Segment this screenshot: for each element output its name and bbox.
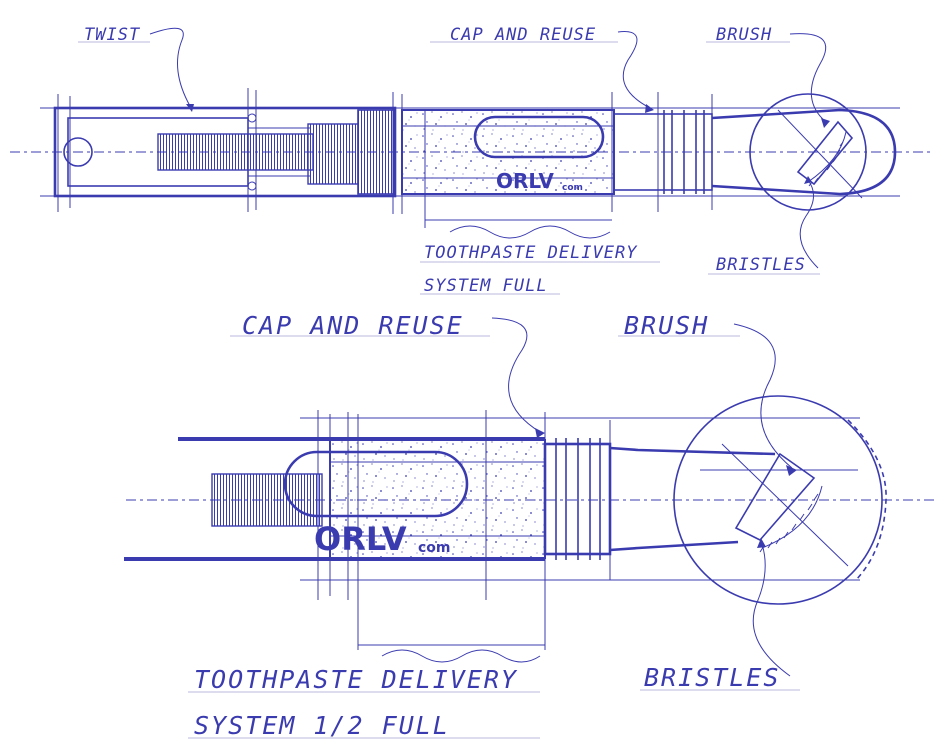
bottom-delivery-label-line2: SYSTEM 1/2 FULL [194, 711, 450, 740]
top-twist-label: TWIST [84, 25, 141, 45]
bottom-bristles [759, 493, 819, 553]
bottom-cap-label: CAP AND REUSE [242, 311, 464, 340]
bottom-bristles-label: BRISTLES [644, 663, 780, 692]
bottom-brand-logo: ORLV [314, 520, 407, 558]
bottom-delivery-label-line1: TOOTHPASTE DELIVERY [194, 665, 518, 694]
top-window [473, 115, 605, 159]
top-twist-cap-circle [63, 137, 93, 167]
bottom-bristle-block [734, 452, 816, 541]
bottom-window [283, 450, 469, 518]
bottom-brush-neck [609, 446, 776, 552]
top-brand-logo: ORLV [496, 169, 554, 193]
top-brand-suffix: com [562, 183, 583, 193]
top-screw-nut [307, 123, 359, 185]
top-bristle-block [796, 120, 854, 186]
top-bristles-label: BRISTLES [716, 255, 806, 275]
top-bristles [808, 141, 844, 187]
top-brush-label: BRUSH [716, 25, 772, 45]
bottom-view: ORLV com CAP AND REUSE BRUSH BRIS [124, 311, 935, 740]
bottom-brush-label: BRUSH [624, 311, 709, 340]
top-view: ORLV com TWIST CAP AND REUSE BRUS [10, 25, 930, 296]
top-cap-label: CAP AND REUSE [450, 25, 596, 45]
top-delivery-label-line2: SYSTEM FULL [424, 276, 548, 296]
top-delivery-label-line1: TOOTHPASTE DELIVERY [424, 243, 638, 263]
bottom-brand-suffix: com [418, 540, 451, 556]
bottom-cartridge [329, 439, 546, 559]
